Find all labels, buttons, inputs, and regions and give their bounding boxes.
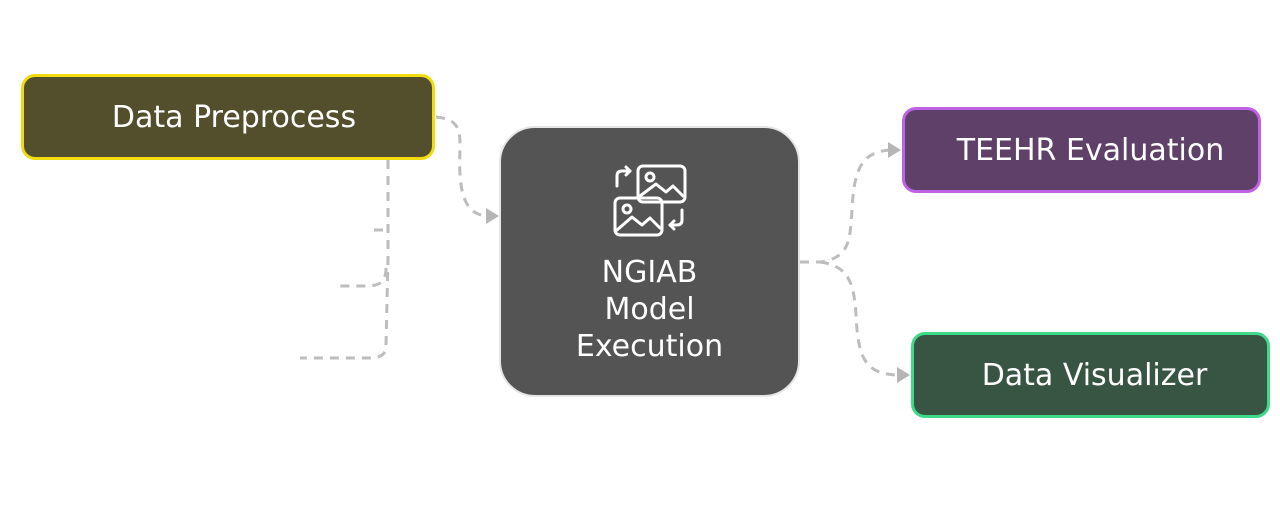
- node-teehr-evaluation: TEEHR Evaluation: [902, 107, 1261, 193]
- node-ngiab-model-execution-label: NGIAB Model Execution: [575, 255, 724, 364]
- node-data-preprocess: Data Preprocess: [21, 74, 435, 160]
- edge-preprocess-branch-stub: [336, 267, 388, 288]
- arrowhead-visualizer: [897, 367, 910, 383]
- arrowhead-execution: [486, 208, 499, 224]
- edge-preprocess-branch: [300, 160, 390, 360]
- arrowhead-teehr: [888, 142, 901, 158]
- node-teehr-evaluation-label: TEEHR Evaluation: [956, 132, 1225, 168]
- edge-execution-to-visualizer: [819, 260, 899, 377]
- node-ngiab-model-execution: NGIAB Model Execution: [499, 126, 800, 397]
- edge-execution-to-teehr: [800, 148, 891, 264]
- node-data-visualizer-label: Data Visualizer: [981, 357, 1208, 393]
- node-data-preprocess-label: Data Preprocess: [111, 99, 357, 135]
- edge-preprocess-to-execution: [435, 115, 487, 218]
- image-swap-icon: [613, 164, 686, 237]
- node-data-visualizer: Data Visualizer: [911, 332, 1270, 418]
